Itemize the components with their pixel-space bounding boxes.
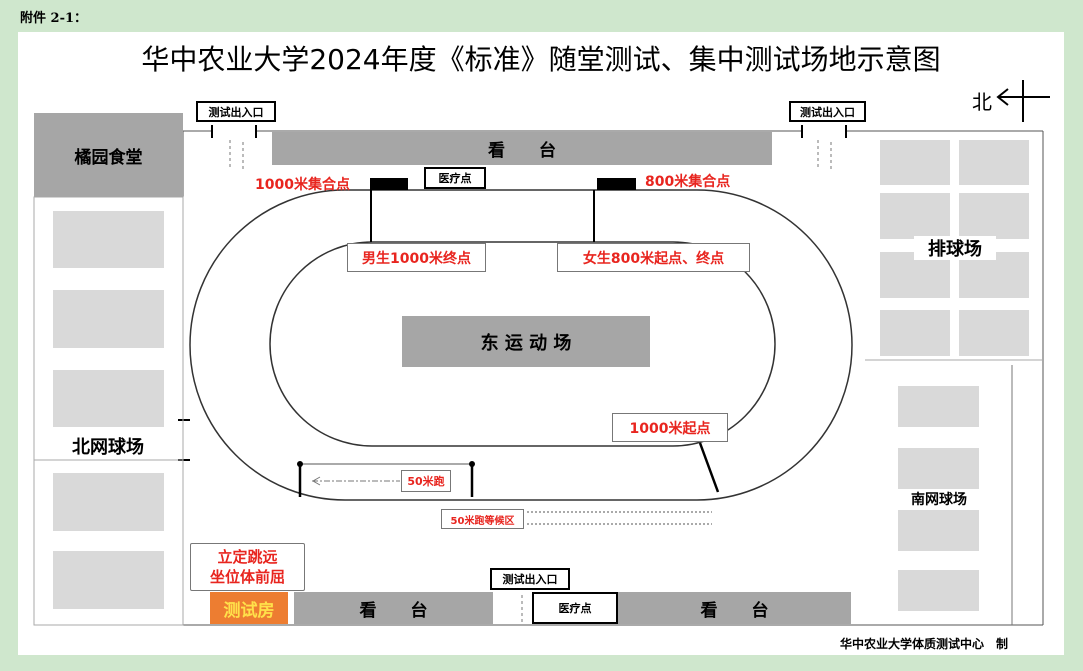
credit: 华中农业大学体质测试中心 制	[840, 637, 1009, 651]
track-outer	[189, 189, 853, 501]
canteen: 橘园食堂	[34, 113, 183, 197]
north-tennis-label: 北网球场	[44, 434, 172, 458]
volleyball-court	[880, 310, 950, 356]
start-1000-label: 1000米起点	[612, 413, 728, 442]
gather-800-marker	[597, 178, 636, 190]
sit-reach-label: 坐位体前屈	[209, 568, 285, 586]
stand-bottom-right: 看 台	[618, 592, 851, 624]
tennis-court	[53, 211, 164, 268]
volleyball-court	[880, 140, 950, 185]
volleyball-court	[959, 193, 1029, 239]
tennis-court	[898, 386, 979, 427]
tennis-court	[53, 551, 164, 609]
gather-800-label: 800米集合点	[645, 174, 731, 190]
tennis-court	[898, 510, 979, 551]
entrance-bottom: 测试出入口	[490, 568, 570, 590]
tennis-court	[898, 448, 979, 489]
jump-label: 立定跳远	[217, 548, 278, 566]
tennis-court	[53, 290, 164, 348]
tennis-court	[53, 473, 164, 531]
tennis-court	[898, 570, 979, 611]
entrance-top-right: 测试出入口	[789, 101, 866, 122]
gather-1000-label: 1000米集合点	[255, 177, 350, 193]
page-title: 华中农业大学2024年度《标准》随堂测试、集中测试场地示意图	[141, 43, 941, 76]
gather-1000-marker	[370, 178, 408, 190]
track-inner	[269, 241, 776, 447]
test-room: 测试房	[210, 592, 288, 624]
tennis-court	[53, 370, 164, 427]
medical-bottom: 医疗点	[532, 592, 618, 624]
finish-1000-label: 男生1000米终点	[347, 243, 486, 272]
entrance-top-left: 测试出入口	[196, 101, 276, 122]
medical-top: 医疗点	[424, 167, 486, 189]
volleyball-court	[959, 310, 1029, 356]
volleyball-label: 排球场	[914, 236, 996, 260]
start-800-label: 女生800米起点、终点	[557, 243, 750, 272]
jump-station: 立定跳远 坐位体前屈	[190, 543, 305, 591]
north-label: 北	[972, 90, 992, 114]
wait-50-label: 50米跑等候区	[441, 509, 524, 529]
south-tennis-label: 南网球场	[900, 489, 978, 509]
east-field: 东 运 动 场	[402, 316, 650, 367]
attachment-header: 附件 2-1：	[20, 11, 88, 26]
stand-top: 看 台	[272, 132, 772, 165]
run-50-label: 50米跑	[401, 470, 451, 492]
stand-bottom-left: 看 台	[294, 592, 493, 624]
volleyball-court	[880, 193, 950, 239]
volleyball-court	[959, 140, 1029, 185]
